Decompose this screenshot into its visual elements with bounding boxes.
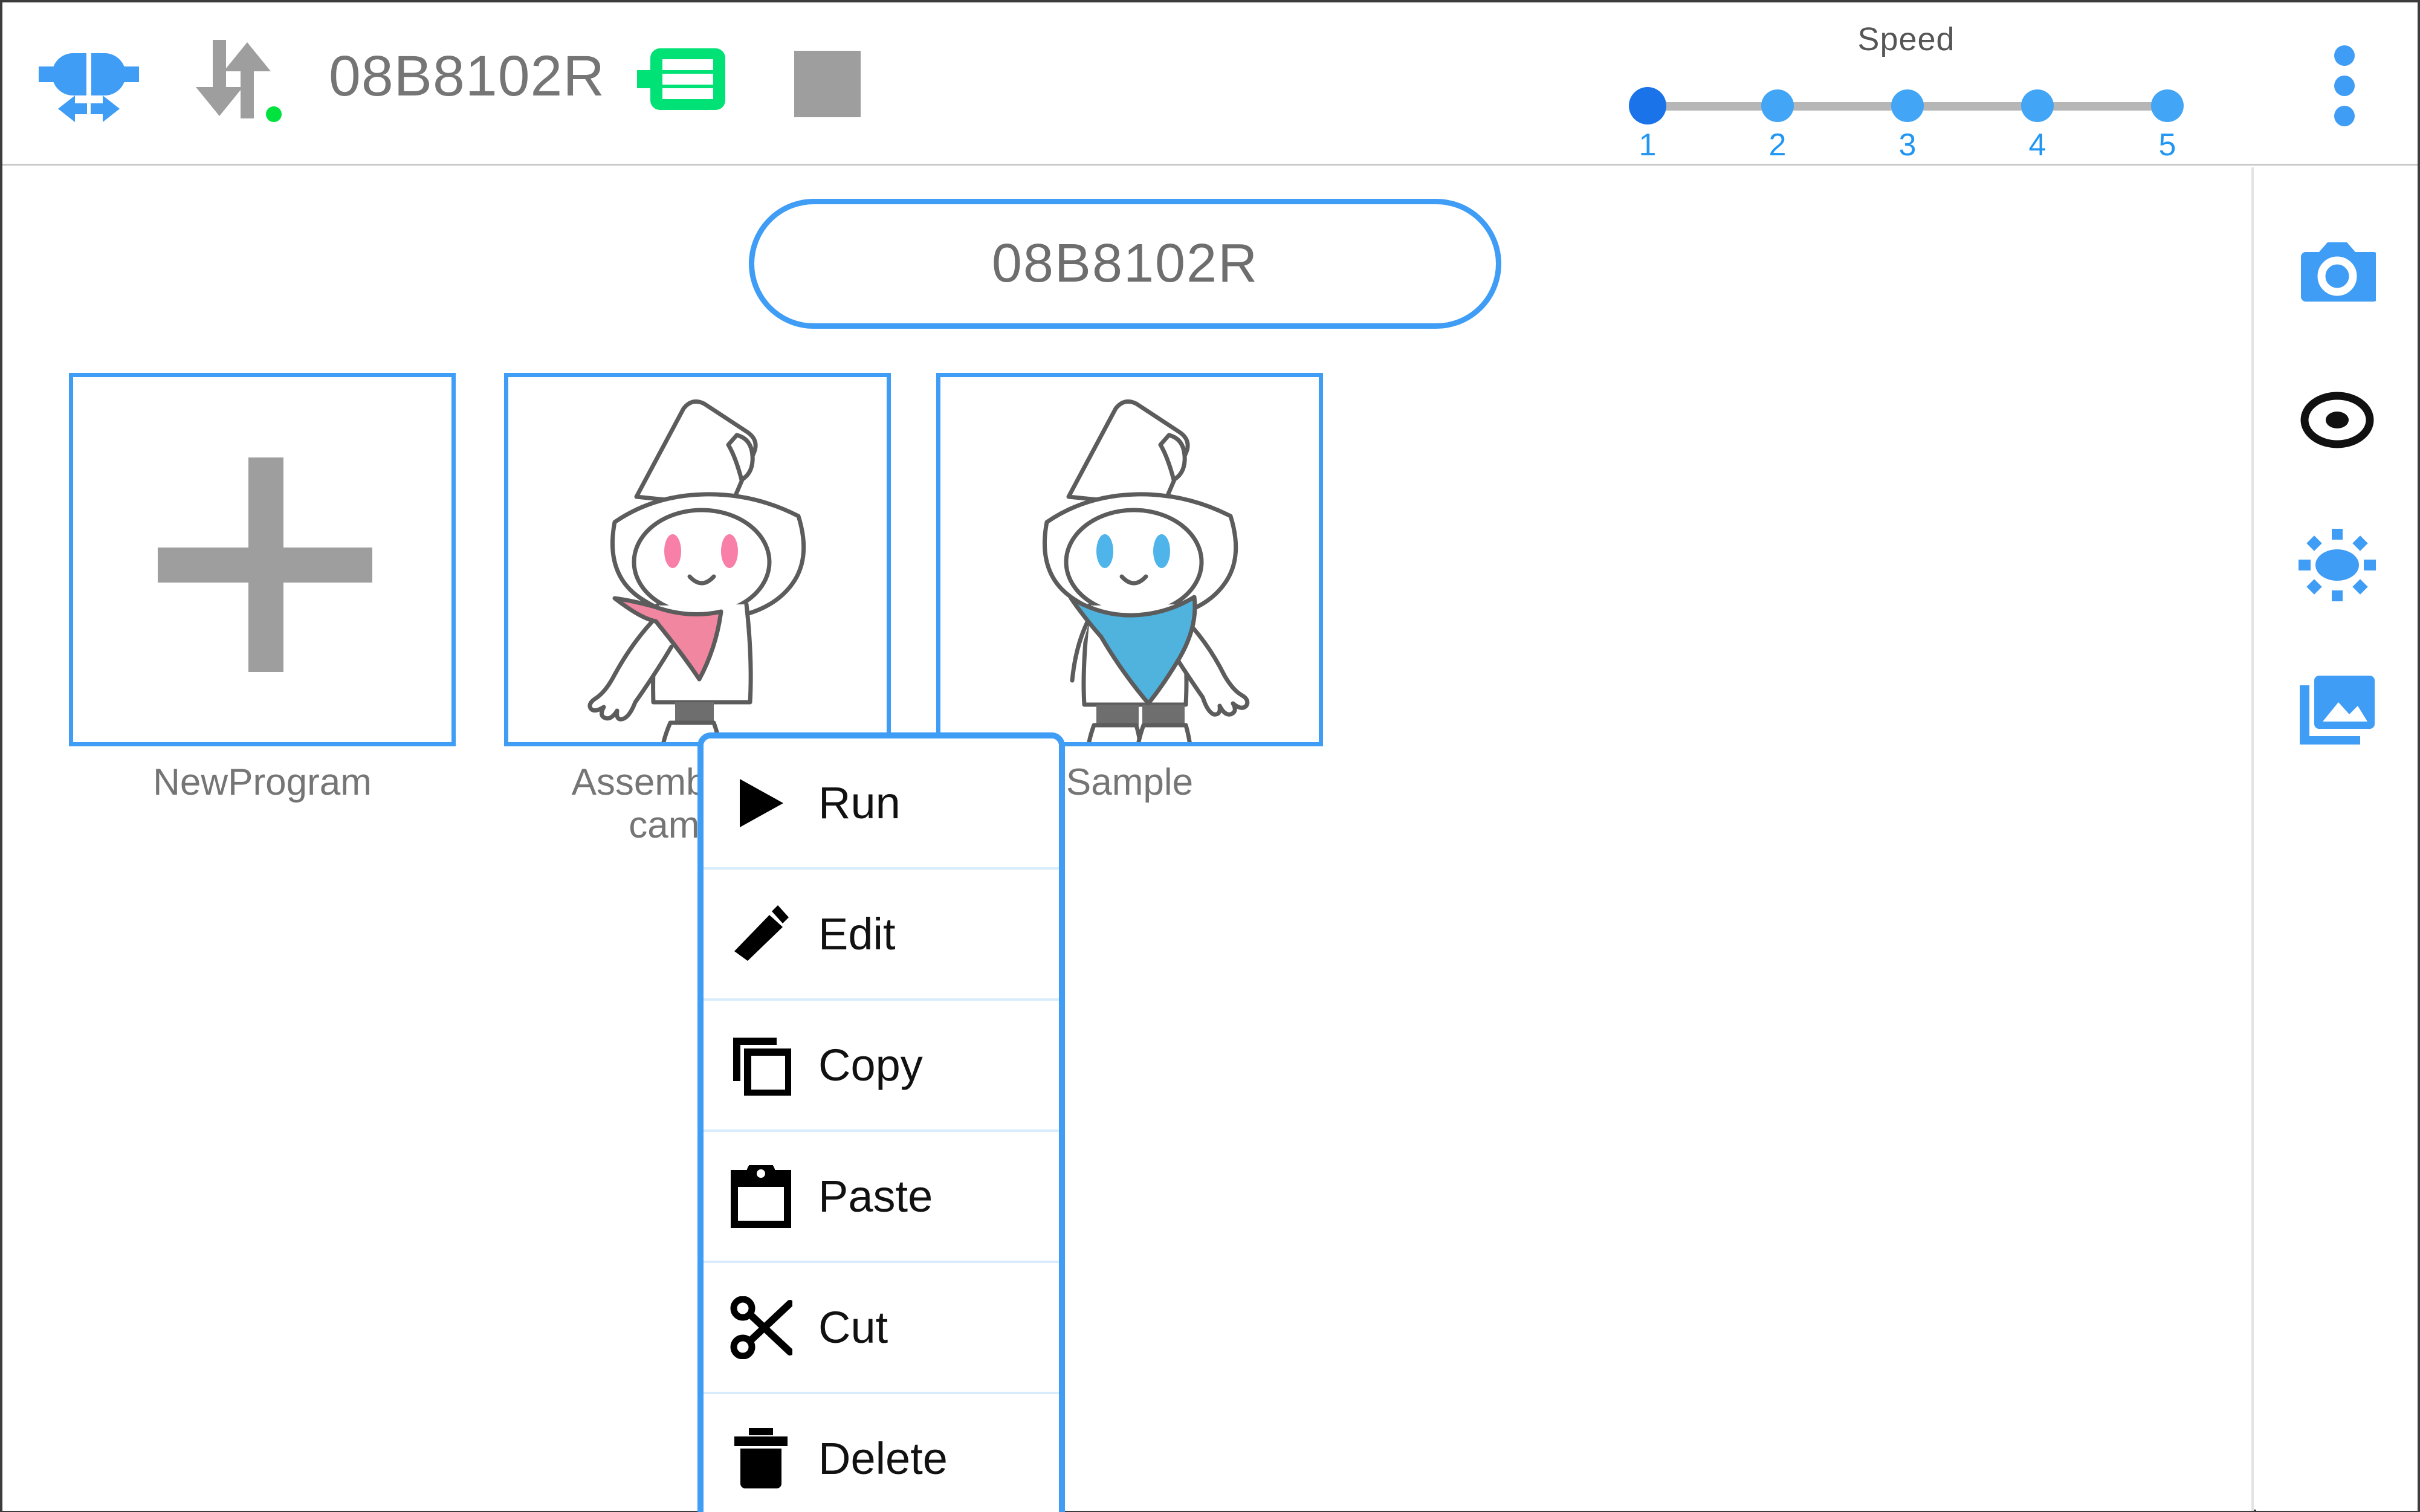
context-menu-label: Cut — [818, 1302, 888, 1352]
speed-label: Speed — [1857, 21, 1955, 57]
context-menu-label: Copy — [818, 1040, 923, 1090]
scissors-icon — [704, 1263, 818, 1392]
speed-tick-2: 2 — [1768, 128, 1787, 163]
context-menu-label: Delete — [818, 1433, 948, 1484]
speed-dot-4[interactable] — [2021, 89, 2054, 122]
page-title: 08B8102R — [991, 233, 1259, 294]
brightness-icon[interactable] — [2290, 518, 2384, 612]
copy-icon — [704, 1001, 818, 1129]
program-tile-sample[interactable]: Sample — [936, 373, 1323, 804]
clipboard-icon — [704, 1132, 818, 1261]
content-panel: 08B8102R NewProgram — [2, 167, 2254, 1512]
speed-tick-5: 5 — [2158, 128, 2176, 163]
context-menu-item-cut[interactable]: Cut — [704, 1263, 1059, 1394]
trash-icon — [704, 1394, 818, 1512]
context-menu-label: Run — [818, 778, 901, 828]
robot-character-blue-icon — [1042, 399, 1250, 742]
robot-character-pink-icon — [587, 399, 806, 742]
context-menu-item-copy[interactable]: Copy — [704, 1001, 1059, 1132]
program-thumbnail[interactable] — [936, 373, 1323, 746]
speed-dot-1[interactable] — [1629, 87, 1666, 124]
speed-tick-4: 4 — [2028, 128, 2046, 163]
gallery-icon[interactable] — [2290, 663, 2384, 757]
speed-tick-1: 1 — [1639, 128, 1657, 163]
context-menu[interactable]: Run Edit Copy — [697, 732, 1065, 1512]
camera-icon[interactable] — [2290, 225, 2384, 318]
program-tile-new[interactable]: NewProgram — [69, 373, 456, 804]
device-name-label: 08B8102R — [329, 44, 605, 108]
context-menu-item-edit[interactable]: Edit — [704, 870, 1059, 1001]
transfer-up-down-icon[interactable] — [195, 34, 285, 124]
speed-tick-3: 3 — [1898, 128, 1917, 163]
program-folder-title[interactable]: 08B8102R — [749, 199, 1501, 329]
more-vertical-icon[interactable] — [2326, 36, 2363, 126]
right-sidebar — [2256, 167, 2418, 1511]
speed-dot-2[interactable] — [1761, 89, 1794, 122]
context-menu-label: Edit — [818, 909, 896, 959]
speed-dot-3[interactable] — [1891, 89, 1924, 122]
context-menu-item-run[interactable]: Run — [704, 738, 1059, 870]
context-menu-item-paste[interactable]: Paste — [704, 1132, 1059, 1263]
program-tile-label: Sample — [1066, 761, 1194, 803]
play-icon — [704, 738, 818, 867]
context-menu-item-delete[interactable]: Delete — [704, 1394, 1059, 1512]
speed-dot-5[interactable] — [2151, 89, 2184, 122]
program-tile-label: NewProgram — [153, 761, 372, 803]
speed-slider[interactable]: Speed 1 2 3 4 5 — [1628, 21, 2184, 163]
context-menu-label: Paste — [818, 1171, 933, 1221]
top-toolbar: 08B8102R Speed 1 2 3 — [2, 2, 2418, 166]
add-plus-icon-vertical — [248, 457, 283, 672]
pencil-icon — [704, 870, 818, 998]
stop-square-icon[interactable] — [794, 51, 861, 117]
battery-list-icon[interactable] — [637, 46, 728, 112]
program-thumbnail[interactable] — [69, 373, 456, 746]
program-thumbnail[interactable] — [504, 373, 891, 746]
plug-connect-icon[interactable] — [31, 31, 146, 128]
record-target-icon[interactable] — [2290, 373, 2384, 467]
